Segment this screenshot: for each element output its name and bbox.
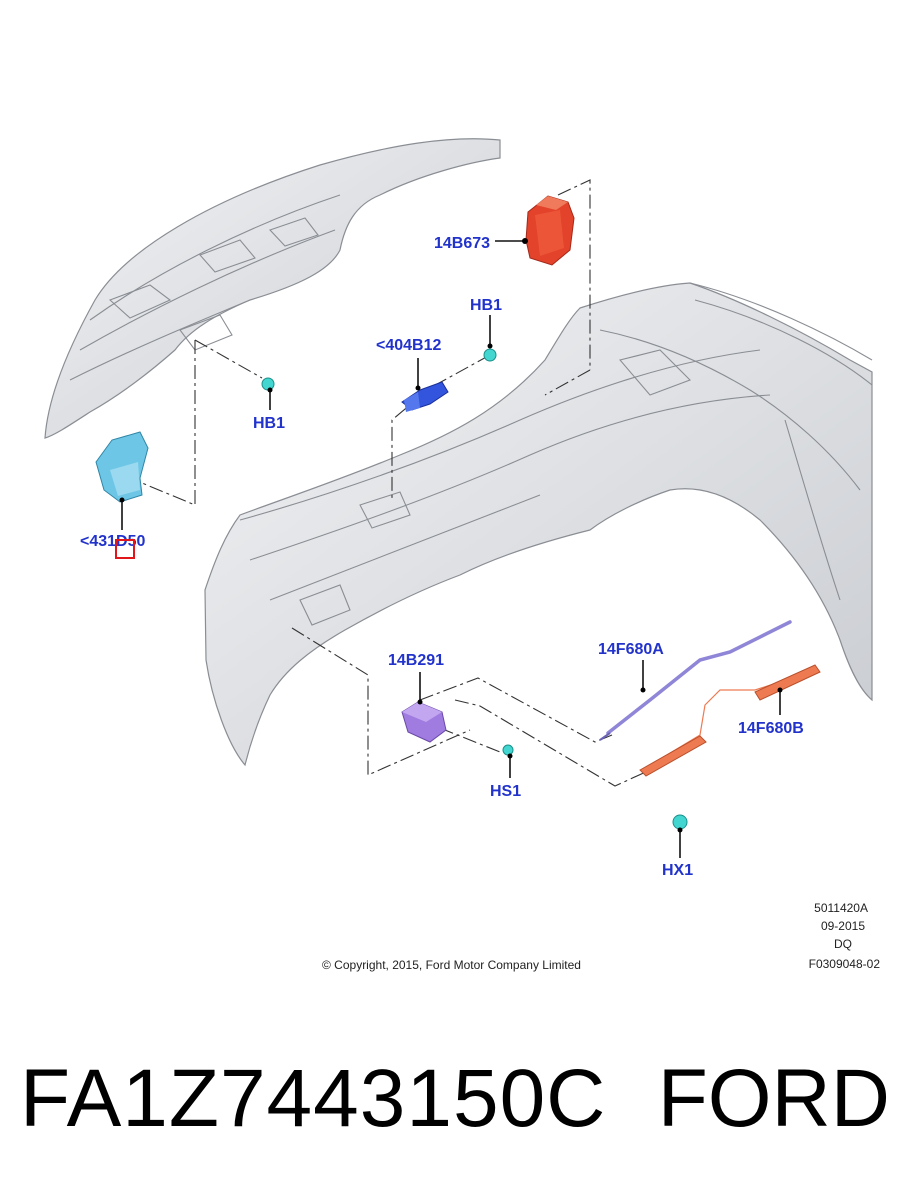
trunk-lid-panel: [44, 138, 501, 439]
part-number: FA1Z7443150C: [20, 1053, 607, 1144]
rear-body-structure: [204, 282, 873, 767]
drawing-initials: DQ: [834, 937, 852, 951]
cable-14f680a[interactable]: [599, 620, 792, 741]
callout-404b12[interactable]: <404B12: [376, 337, 441, 354]
callout-hx1[interactable]: HX1: [662, 862, 693, 879]
brand-name: FORD: [657, 1053, 890, 1144]
callout-14b673[interactable]: 14B673: [434, 235, 490, 252]
cable-14f680b[interactable]: [639, 664, 821, 777]
exploded-parts-diagram: 14B673 HB1 <404B12 HB1 <431D50 14B291 14…: [44, 138, 881, 972]
copyright-notice: © Copyright, 2015, Ford Motor Company Li…: [322, 958, 581, 972]
module-404b12[interactable]: [401, 381, 449, 412]
callout-14b291[interactable]: 14B291: [388, 652, 444, 669]
callout-hs1[interactable]: HS1: [490, 783, 521, 800]
drawing-code: 5011420A: [814, 901, 868, 915]
callout-14f680a[interactable]: 14F680A: [598, 641, 664, 658]
highlight-box: [115, 539, 135, 559]
module-14b673[interactable]: [525, 195, 575, 266]
callout-431d50[interactable]: <431D50: [80, 533, 145, 550]
module-14b291[interactable]: [401, 701, 447, 743]
callout-hb1-left[interactable]: HB1: [253, 415, 285, 432]
connection-lines: [129, 179, 651, 787]
drawing-date: 09-2015: [821, 919, 865, 933]
fastener-hb1-upper[interactable]: [483, 348, 497, 362]
module-431d50[interactable]: [95, 431, 149, 503]
callout-14f680b[interactable]: 14F680B: [738, 720, 804, 737]
fastener-hx1[interactable]: [672, 814, 688, 830]
fastener-hs1[interactable]: [502, 744, 514, 756]
drawing-reference: F0309048-02: [809, 957, 881, 971]
callout-hb1-upper[interactable]: HB1: [470, 297, 502, 314]
fastener-hb1-left[interactable]: [261, 377, 275, 391]
